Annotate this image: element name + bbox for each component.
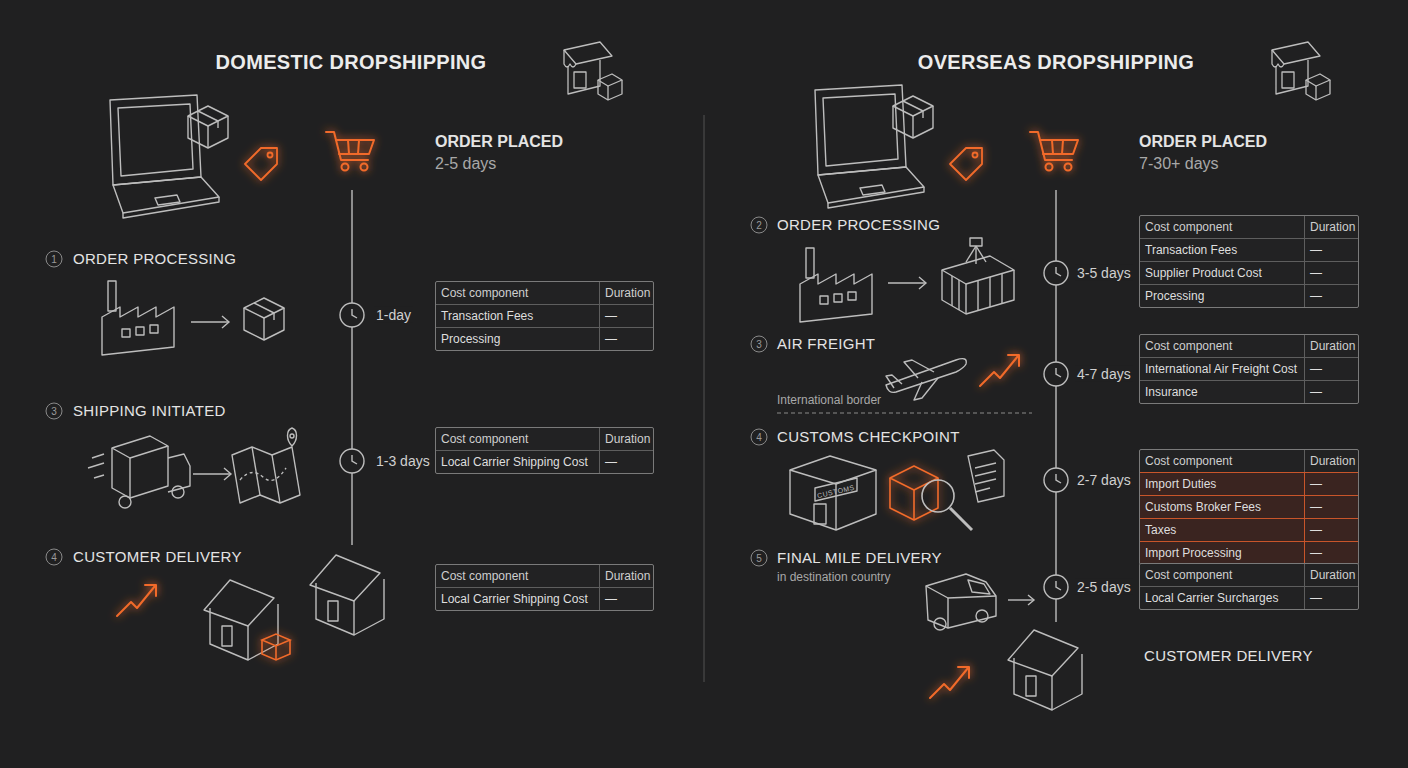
step-duration: 1-3 days — [374, 453, 432, 469]
cost-table: Cost componentDurationInternational Air … — [1139, 334, 1359, 404]
table-cell: Transaction Fees — [1140, 238, 1304, 261]
table-cell: — — [599, 304, 653, 327]
cost-table: Cost componentDurationTransaction Fees—S… — [1139, 215, 1359, 308]
table-cell: — — [1304, 380, 1358, 403]
table-cell: Local Carrier Surcharges — [1140, 586, 1304, 609]
table-cell: Customs Broker Fees — [1140, 495, 1304, 518]
cost-table: Cost componentDurationTransaction Fees—P… — [435, 281, 654, 351]
step-heading: AIR FREIGHT — [777, 335, 875, 352]
table-header: Duration — [599, 282, 653, 304]
table-header: Duration — [1304, 450, 1358, 472]
step-duration: 1-day — [374, 307, 413, 323]
table-cell: Import Duties — [1140, 472, 1304, 495]
step-heading: SHIPPING INITIATED — [73, 402, 226, 419]
table-header: Duration — [1304, 216, 1358, 238]
stage-heading: ORDER PLACED — [1139, 133, 1267, 151]
table-cell: Import Processing — [1140, 541, 1304, 564]
table-header: Duration — [1304, 564, 1358, 586]
step-duration: 2-5 days — [1075, 579, 1133, 595]
step-duration: 2-7 days — [1075, 472, 1133, 488]
table-cell: Supplier Product Cost — [1140, 261, 1304, 284]
cost-table: Cost componentDurationImport Duties—Cust… — [1139, 449, 1359, 565]
table-cell: — — [599, 450, 653, 473]
step-heading: FINAL MILE DELIVERY — [777, 549, 942, 566]
callout-number: 3 — [46, 403, 63, 420]
table-header: Cost component — [1140, 450, 1304, 472]
table-cell: — — [599, 327, 653, 350]
callout-number: 3 — [751, 336, 768, 353]
step-heading: ORDER PROCESSING — [73, 250, 236, 267]
total-duration: 7-30+ days — [1139, 155, 1219, 173]
table-cell: — — [1304, 586, 1358, 609]
callout-number: 4 — [46, 549, 63, 566]
step-duration: 3-5 days — [1075, 265, 1133, 281]
table-cell: Taxes — [1140, 518, 1304, 541]
table-cell: Transaction Fees — [436, 304, 599, 327]
table-header: Duration — [1304, 335, 1358, 357]
table-cell: — — [1304, 472, 1358, 495]
table-cell: — — [1304, 357, 1358, 380]
table-cell: International Air Freight Cost — [1140, 357, 1304, 380]
step-heading: CUSTOMS CHECKPOINT — [777, 428, 960, 445]
table-cell: Local Carrier Shipping Cost — [436, 450, 599, 473]
table-cell: — — [1304, 238, 1358, 261]
cost-table: Cost componentDurationLocal Carrier Surc… — [1139, 563, 1359, 610]
step-heading: CUSTOMER DELIVERY — [73, 548, 242, 565]
callout-number: 1 — [46, 251, 63, 268]
table-header: Duration — [599, 428, 653, 450]
table-header: Cost component — [436, 282, 599, 304]
table-header: Cost component — [436, 565, 599, 587]
table-cell: Processing — [436, 327, 599, 350]
cost-table: Cost componentDurationLocal Carrier Ship… — [435, 564, 654, 611]
table-cell: Insurance — [1140, 380, 1304, 403]
table-cell: — — [1304, 261, 1358, 284]
table-cell: — — [1304, 518, 1358, 541]
table-cell: — — [1304, 541, 1358, 564]
table-cell: Local Carrier Shipping Cost — [436, 587, 599, 610]
callout-number: 4 — [751, 429, 768, 446]
table-header: Cost component — [1140, 335, 1304, 357]
table-cell: — — [1304, 284, 1358, 307]
total-duration: 2-5 days — [435, 155, 496, 173]
table-header: Cost component — [1140, 216, 1304, 238]
table-header: Cost component — [1140, 564, 1304, 586]
stage-heading: ORDER PLACED — [435, 133, 563, 151]
callout-number: 2 — [751, 217, 768, 234]
table-cell: Processing — [1140, 284, 1304, 307]
step-duration: 4-7 days — [1075, 366, 1133, 382]
border-note: International border — [777, 394, 881, 408]
table-header: Duration — [599, 565, 653, 587]
cost-table: Cost componentDurationLocal Carrier Ship… — [435, 427, 654, 474]
callout-number: 5 — [751, 550, 768, 567]
step-heading: CUSTOMER DELIVERY — [1144, 647, 1313, 664]
table-cell: — — [599, 587, 653, 610]
column-title: OVERSEAS DROPSHIPPING — [918, 51, 1194, 74]
step-note: in destination country — [777, 571, 890, 585]
table-cell: — — [1304, 495, 1358, 518]
step-heading: ORDER PROCESSING — [777, 216, 940, 233]
column-title: DOMESTIC DROPSHIPPING — [216, 51, 487, 74]
table-header: Cost component — [436, 428, 599, 450]
